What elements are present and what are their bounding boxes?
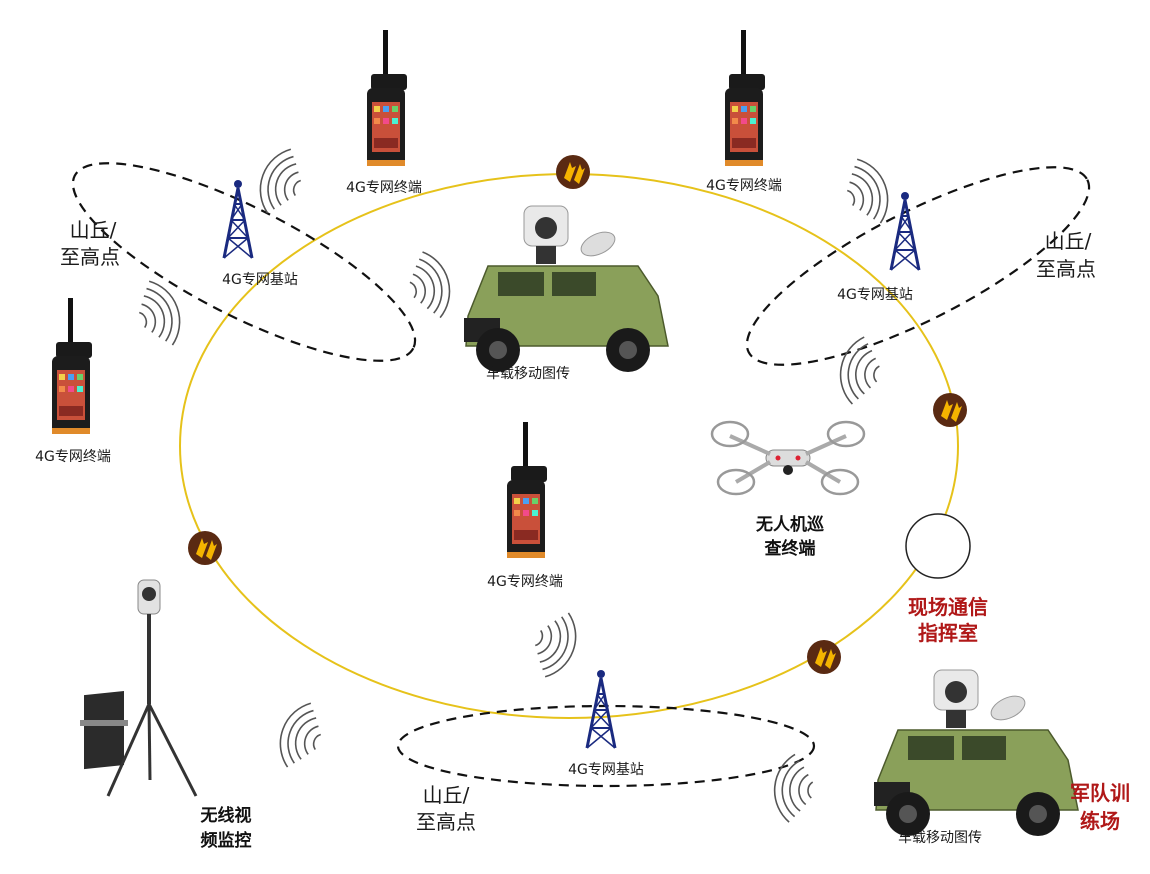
radio-terminal-icon-left (52, 298, 92, 434)
signal-wave-icon-7 (270, 696, 331, 775)
vehicle-label-top: 车载移动图传 (486, 365, 570, 382)
terminal-label-top-left: 4G专网终端 (346, 180, 422, 196)
camera-tripod-icon (80, 579, 198, 797)
relay-node-icon-right (933, 393, 967, 427)
signal-wave-icon-8 (771, 752, 816, 825)
hill-label-right-line1: 山丘/ (1045, 229, 1092, 253)
signal-wave-icon-4 (837, 152, 898, 231)
signal-wave-icon-1 (250, 142, 311, 221)
hill-label-left-line2: 至高点 (60, 245, 120, 269)
camera-label-line2: 频监控 (201, 830, 252, 851)
command-label-line1: 现场通信 (908, 595, 988, 619)
relay-node-icon-top (556, 155, 590, 189)
terminal-label-center: 4G专网终端 (487, 574, 563, 590)
vehicle-icon-top (463, 205, 669, 373)
hill-label-bottom-line1: 山丘/ (423, 783, 470, 807)
hill-label-left-line1: 山丘/ (70, 218, 117, 242)
hill-label-right-line2: 至高点 (1036, 257, 1096, 281)
signal-wave-icon-5 (834, 333, 885, 409)
base-station-label-left: 4G专网基站 (222, 271, 298, 288)
hill-label-bottom-line2: 至高点 (416, 810, 476, 834)
drone-label-line2: 查终端 (764, 538, 816, 559)
base-station-icon-bottom (585, 668, 617, 750)
relay-node-icon-left (188, 531, 222, 565)
hill-ellipse-left (71, 162, 417, 362)
command-room-icon (905, 513, 971, 579)
drone-icon (710, 420, 866, 496)
base-station-icon-left (222, 178, 254, 260)
command-label-line2: 指挥室 (918, 621, 978, 645)
vehicle-icon-bottom (873, 669, 1079, 837)
base-station-label-right: 4G专网基站 (837, 286, 913, 303)
signal-wave-icon-6 (525, 605, 586, 684)
terminal-label-left: 4G专网终端 (35, 449, 111, 465)
base-station-label-bottom: 4G专网基站 (568, 761, 644, 778)
relay-node-icon-bottom (807, 640, 841, 674)
radio-terminal-icon-top-left (367, 30, 407, 166)
drone-label-line1: 无人机巡 (755, 514, 824, 535)
vehicle-label-bottom: 车载移动图传 (898, 829, 982, 846)
radio-terminal-icon-center (507, 422, 547, 558)
radio-terminal-icon-top-right (725, 30, 765, 166)
field-label-line2: 练场 (1080, 809, 1120, 833)
hill-ellipse-right (745, 166, 1091, 366)
camera-label-line1: 无线视 (200, 805, 252, 826)
terminal-label-top-right: 4G专网终端 (706, 178, 782, 194)
signal-wave-icon-2 (129, 274, 190, 353)
base-station-icon-right (889, 190, 921, 272)
signal-wave-icon-3 (402, 246, 458, 324)
field-label-line1: 军队训 (1070, 781, 1130, 805)
